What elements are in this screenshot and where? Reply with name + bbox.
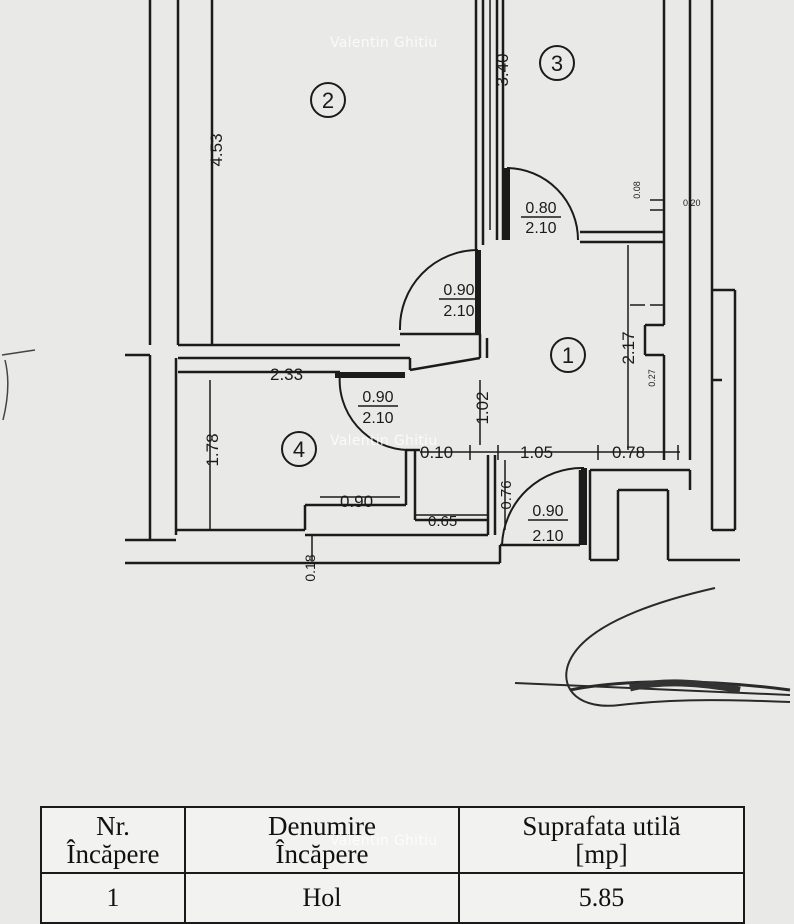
dim-0-08: 0.08 — [632, 181, 642, 199]
table-header-row: Nr. Încăpere Denumire Încăpere Suprafata… — [40, 806, 745, 874]
door-swing-entry — [501, 466, 585, 546]
col-header-denumire: Denumire Încăpere — [184, 806, 460, 874]
dim-2-17: 2.17 — [619, 331, 638, 364]
room-circle-1 — [550, 337, 586, 373]
room-circle-4 — [281, 431, 317, 467]
dimension-labels: 4.53 3.40 2.33 1.78 1.02 0.10 1.05 0.78 … — [203, 53, 701, 581]
door-width: 0.90 — [443, 282, 474, 299]
door-height: 2.10 — [443, 303, 474, 320]
watermark-text: Valentin Ghitiu — [330, 35, 438, 51]
room-circle-3 — [539, 45, 575, 81]
dim-3-40: 3.40 — [493, 53, 512, 86]
room-number-2: 2 — [322, 88, 334, 113]
door-width: 0.90 — [532, 503, 563, 520]
room-circles — [281, 45, 586, 467]
dim-0-27: 0.27 — [647, 369, 657, 387]
room-number-1: 1 — [562, 343, 574, 368]
door-width: 0.80 — [525, 200, 556, 217]
dim-0-78: 0.78 — [612, 443, 645, 462]
col-header-suprafata: Suprafata utilă [mp] — [458, 806, 745, 874]
door-width: 0.90 — [362, 389, 393, 406]
dimension-lines — [209, 0, 680, 560]
table-row: 1 Hol 5.85 — [40, 872, 745, 924]
door-swing-room4 — [338, 372, 409, 451]
door-swings — [335, 167, 587, 546]
door-label-1: 0.80 2.10 — [521, 200, 561, 237]
signature-scribble — [514, 587, 791, 707]
door-label-3: 0.90 2.10 — [358, 389, 398, 427]
stray-mark — [1, 349, 36, 421]
watermark-text: Valentin Ghitiu — [330, 833, 438, 849]
walls — [125, 0, 740, 565]
room-number-3: 3 — [551, 51, 563, 76]
door-height: 2.10 — [532, 528, 563, 545]
room-number-4: 4 — [293, 437, 305, 462]
watermark-text: Valentin Ghitiu — [330, 433, 438, 449]
dim-0-18: 0.18 — [302, 554, 318, 581]
dim-0-76: 0.76 — [498, 480, 515, 509]
cell-denumire: Hol — [184, 872, 460, 924]
dim-0-90: 0.90 — [340, 492, 373, 511]
dim-4-53: 4.53 — [207, 133, 226, 166]
dim-1-78: 1.78 — [203, 433, 222, 466]
room-circle-2 — [310, 82, 346, 118]
cell-nr: 1 — [40, 872, 186, 924]
dim-1-05: 1.05 — [520, 443, 553, 462]
cell-suprafata: 5.85 — [458, 872, 745, 924]
door-labels: 0.80 2.10 0.90 2.10 0.90 2.10 0.90 2.10 — [358, 200, 568, 545]
dim-0-10: 0.10 — [420, 443, 453, 462]
col-header-nr: Nr. Încăpere — [40, 806, 186, 874]
door-swing-room2 — [398, 249, 479, 331]
floor-plan: 2 3 1 4 4.53 3.40 2.33 1.78 1.02 0.10 1.… — [1, 0, 791, 707]
dim-0-20: 0.20 — [683, 198, 701, 208]
door-height: 2.10 — [525, 220, 556, 237]
dim-2-33: 2.33 — [270, 365, 303, 384]
door-label-2: 0.90 2.10 — [439, 282, 479, 320]
door-swing-room3 — [506, 167, 579, 241]
door-label-4: 0.90 2.10 — [528, 503, 568, 545]
door-height: 2.10 — [362, 410, 393, 427]
room-numbers: 2 3 1 4 — [293, 51, 574, 462]
dim-1-02: 1.02 — [473, 391, 492, 424]
room-table: Nr. Încăpere Denumire Încăpere Suprafata… — [40, 806, 745, 924]
dim-0-65: 0.65 — [428, 513, 457, 530]
